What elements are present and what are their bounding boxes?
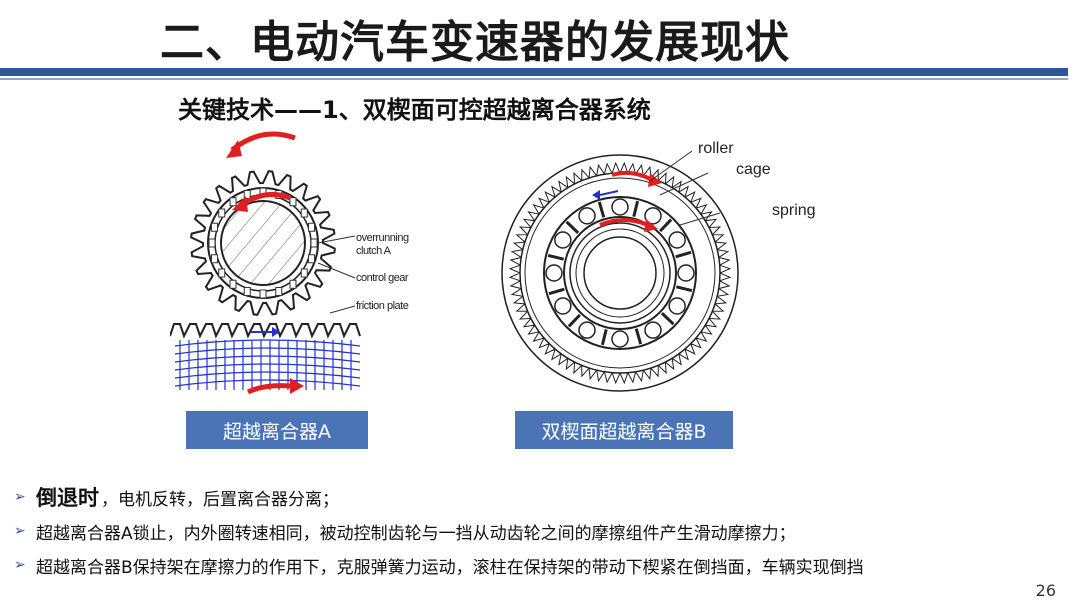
bullet-list: ➢ 倒退时 ，电机反转，后置离合器分离； ➢ 超越离合器A锁止，内外圈转速相同，… xyxy=(14,480,1054,582)
label-clutch-a: clutch A xyxy=(356,245,391,257)
title-underline-thin xyxy=(0,78,1068,80)
bullet-item: ➢ 倒退时 ，电机反转，后置离合器分离； xyxy=(14,480,1054,514)
slide-subtitle: 关键技术——1、双楔面可控超越离合器系统 xyxy=(178,96,651,124)
bullet-item: ➢ 超越离合器B保持架在摩擦力的作用下，克服弹簧力运动，滚柱在保持架的带动下楔紧… xyxy=(14,548,1054,582)
slide-title: 二、电动汽车变速器的发展现状 xyxy=(160,17,790,68)
figure-a-diagram xyxy=(170,131,361,395)
bullet-arrow-icon: ➢ xyxy=(14,489,26,505)
page-number: 26 xyxy=(1035,581,1056,600)
bullet-arrow-icon: ➢ xyxy=(14,523,26,539)
bullet-item: ➢ 超越离合器A锁止，内外圈转速相同，被动控制齿轮与一挡从动齿轮之间的摩擦组件产… xyxy=(14,514,1054,548)
label-roller: roller xyxy=(698,140,734,157)
figure-b-diagram xyxy=(501,150,739,392)
label-overrunning: overrunning xyxy=(356,232,409,244)
bullet-text: 超越离合器B保持架在摩擦力的作用下，克服弹簧力运动，滚柱在保持架的带动下楔紧在倒… xyxy=(36,557,864,578)
caption-clutch-b: 双楔面超越离合器B xyxy=(515,411,733,449)
title-underline xyxy=(0,68,1068,76)
bullet-text: 超越离合器A锁止，内外圈转速相同，被动控制齿轮与一挡从动齿轮之间的摩擦组件产生滑… xyxy=(36,523,796,544)
bullet-arrow-icon: ➢ xyxy=(14,557,26,573)
label-cage: cage xyxy=(736,161,771,178)
caption-clutch-a: 超越离合器A xyxy=(186,411,368,449)
bullet-bold: 倒退时 xyxy=(36,486,99,510)
label-spring: spring xyxy=(772,202,816,219)
bullet-text: ，电机反转，后置离合器分离； xyxy=(101,489,339,510)
label-friction-plate: friction plate xyxy=(356,300,409,312)
label-control-gear: control gear xyxy=(356,272,409,284)
